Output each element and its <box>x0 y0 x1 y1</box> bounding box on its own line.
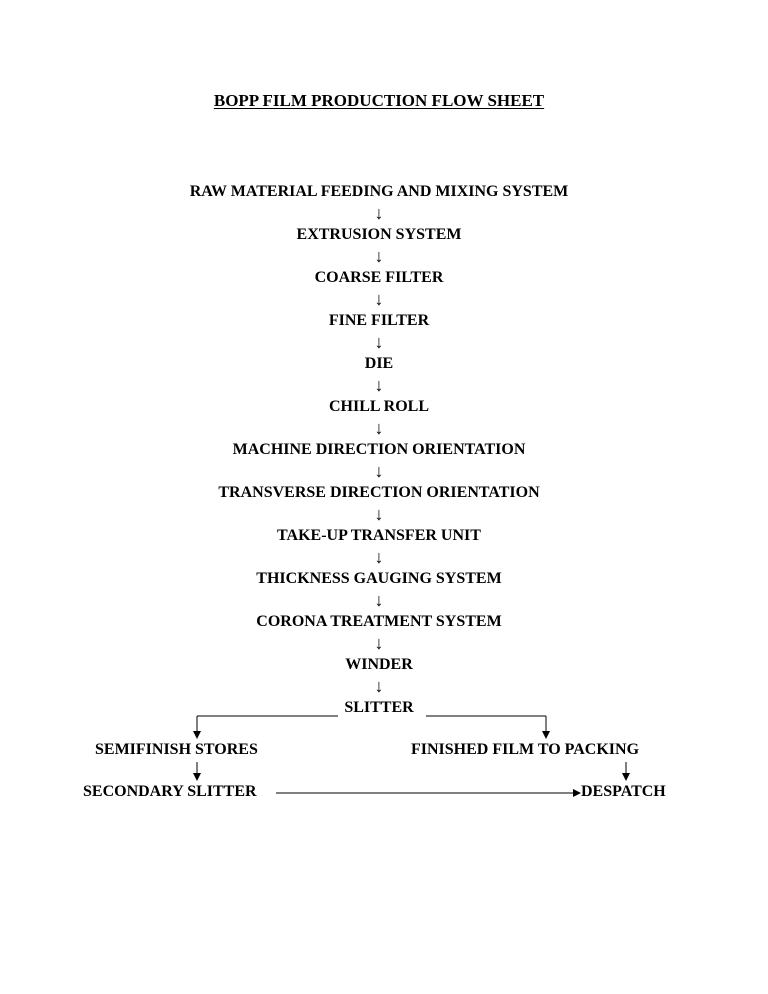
page-title: BOPP FILM PRODUCTION FLOW SHEET <box>213 91 545 110</box>
down-arrow-icon: ↓ <box>374 461 384 481</box>
down-arrow-icon: ↓ <box>374 547 384 567</box>
step-winder: WINDER <box>345 656 413 673</box>
down-arrow-icon: ↓ <box>374 375 384 395</box>
down-arrow-icon: ↓ <box>374 676 384 696</box>
step-machine-direction-orientation: MACHINE DIRECTION ORIENTATION <box>232 441 526 458</box>
branch-finished-film-to-packing: FINISHED FILM TO PACKING <box>411 741 640 758</box>
down-arrow-icon: ↓ <box>374 633 384 653</box>
down-arrow-icon: ↓ <box>374 246 384 266</box>
down-arrow-icon: ↓ <box>374 504 384 524</box>
step-slitter: SLITTER <box>344 699 414 716</box>
down-arrow-icon: ↓ <box>374 418 384 438</box>
step-coarse-filter: COARSE FILTER <box>314 269 444 286</box>
step-take-up-transfer-unit: TAKE-UP TRANSFER UNIT <box>277 527 481 544</box>
step-thickness-gauging: THICKNESS GAUGING SYSTEM <box>256 570 502 587</box>
down-arrow-icon: ↓ <box>374 590 384 610</box>
step-transverse-direction-orientation: TRANSVERSE DIRECTION ORIENTATION <box>218 484 540 501</box>
step-raw-material: RAW MATERIAL FEEDING AND MIXING SYSTEM <box>189 183 569 200</box>
down-arrow-icon: ↓ <box>374 289 384 309</box>
branch-despatch: DESPATCH <box>581 783 666 800</box>
down-arrow-icon: ↓ <box>374 332 384 352</box>
step-chill-roll: CHILL ROLL <box>328 398 430 415</box>
down-arrow-icon: ↓ <box>374 203 384 223</box>
branch-semifinish-stores: SEMIFINISH STORES <box>95 741 258 758</box>
step-extrusion: EXTRUSION SYSTEM <box>296 226 462 243</box>
step-die: DIE <box>364 355 394 372</box>
main-flow: RAW MATERIAL FEEDING AND MIXING SYSTEM ↓… <box>0 181 758 719</box>
step-fine-filter: FINE FILTER <box>328 312 430 329</box>
branch-secondary-slitter: SECONDARY SLITTER <box>83 783 257 800</box>
step-corona-treatment: CORONA TREATMENT SYSTEM <box>256 613 502 630</box>
